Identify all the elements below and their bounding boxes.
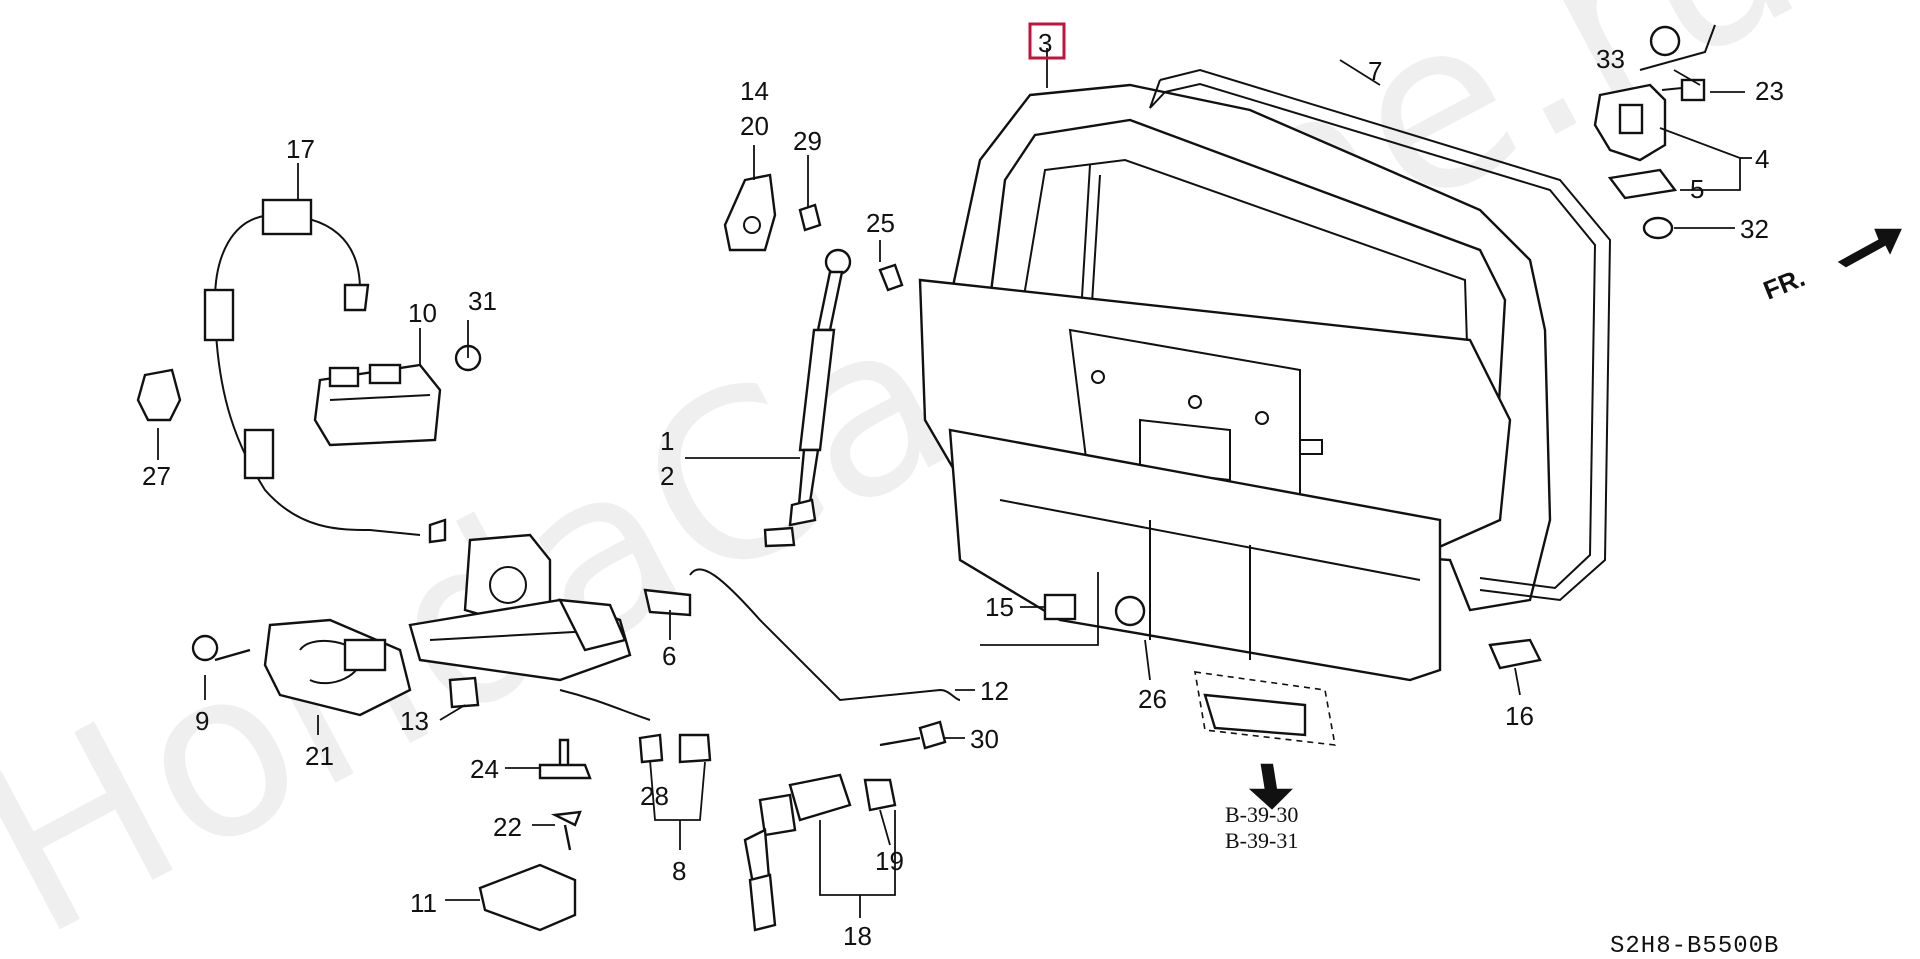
part-label-16[interactable]: 16 [1505, 701, 1534, 731]
harness-connector [559, 689, 712, 764]
part-label-25[interactable]: 25 [866, 208, 895, 238]
part-label-10[interactable]: 10 [408, 298, 437, 328]
part-label-15[interactable]: 15 [985, 592, 1014, 622]
part-label-7[interactable]: 7 [1368, 56, 1382, 86]
part-label-30[interactable]: 30 [970, 724, 999, 754]
front-label: FR. [1759, 262, 1809, 306]
part-label-32[interactable]: 32 [1740, 214, 1769, 244]
reference-b-39-31[interactable]: B-39-31 [1225, 828, 1298, 853]
clip-27 [136, 368, 182, 422]
part-label-23[interactable]: 23 [1755, 76, 1784, 106]
part-label-27[interactable]: 27 [142, 461, 171, 491]
outer-handle [313, 363, 442, 447]
part-label-3[interactable]: 3 [1038, 28, 1052, 58]
striker-11 [478, 863, 577, 932]
part-label-19[interactable]: 19 [875, 846, 904, 876]
part-label-28[interactable]: 28 [640, 781, 669, 811]
reference-b-39-30[interactable]: B-39-30 [1225, 802, 1298, 827]
bolt-9 [191, 634, 251, 662]
light-16 [1488, 638, 1542, 670]
nut-31 [454, 344, 482, 372]
part-label-13[interactable]: 13 [400, 706, 429, 736]
part-label-22[interactable]: 22 [493, 812, 522, 842]
watermark: HondaCarMine.ru [0, 0, 1837, 959]
part-label-33[interactable]: 33 [1596, 44, 1625, 74]
screw-22 [550, 810, 582, 851]
latch-actuator [263, 618, 412, 717]
part-label-20[interactable]: 20 [740, 111, 769, 141]
weatherstrip [1149, 68, 1612, 602]
bumper-15 [1043, 593, 1077, 621]
part-label-5[interactable]: 5 [1690, 174, 1704, 204]
switch-6 [643, 588, 692, 617]
front-direction-indicator: FR. [1759, 228, 1902, 306]
latch-assembly [408, 533, 632, 709]
bolt-30 [879, 720, 947, 750]
rod-12 [689, 568, 961, 702]
part-label-24[interactable]: 24 [470, 754, 499, 784]
leader-lines [157, 48, 1752, 918]
part-label-17[interactable]: 17 [286, 134, 315, 164]
lock-cylinder [743, 773, 897, 932]
part-label-11[interactable]: 11 [410, 888, 437, 918]
screw-24 [538, 738, 592, 780]
highlight-box [1028, 22, 1066, 60]
part-label-1[interactable]: 1 [660, 426, 674, 456]
license-light [1194, 671, 1336, 810]
part-label-4[interactable]: 4 [1755, 144, 1769, 174]
part-label-29[interactable]: 29 [793, 126, 822, 156]
part-label-31[interactable]: 31 [468, 286, 497, 316]
release-cable [203, 198, 447, 544]
grommet-26 [1114, 595, 1146, 627]
gas-strut [763, 248, 852, 548]
part-label-2[interactable]: 2 [660, 461, 674, 491]
part-label-9[interactable]: 9 [195, 706, 209, 736]
part-label-18[interactable]: 18 [843, 921, 872, 951]
part-label-8[interactable]: 8 [672, 856, 686, 886]
part-label-26[interactable]: 26 [1138, 684, 1167, 714]
part-label-12[interactable]: 12 [980, 676, 1009, 706]
diagram-code: S2H8-B5500B [1610, 933, 1779, 959]
hinge-assembly [1593, 24, 1716, 240]
part-labels: 3 7 33 23 4 5 32 14 20 29 25 1 2 17 10 3… [142, 22, 1784, 959]
part-label-6[interactable]: 6 [662, 641, 676, 671]
strut-bracket [723, 173, 904, 292]
part-label-21[interactable]: 21 [305, 741, 334, 771]
part-label-14[interactable]: 14 [740, 76, 769, 106]
